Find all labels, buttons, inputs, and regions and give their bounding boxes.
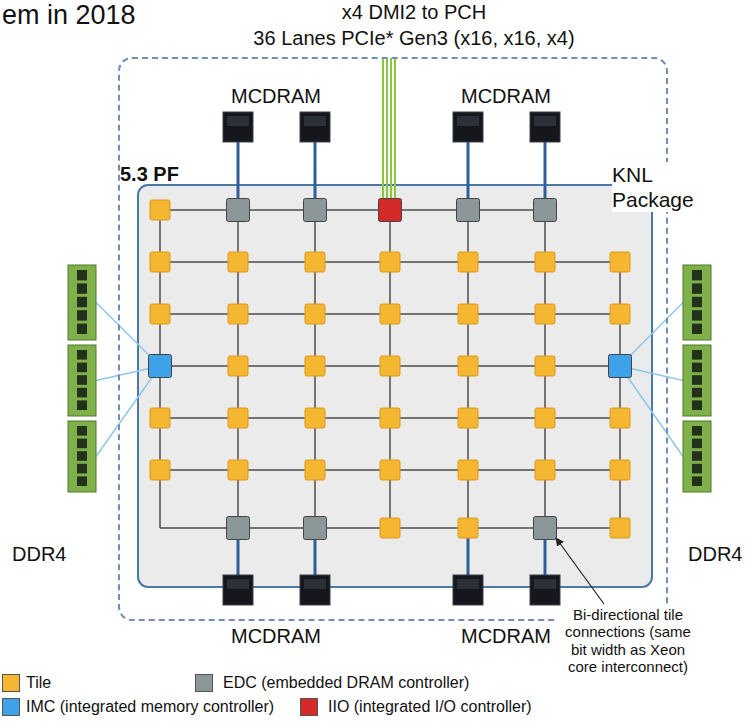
tile-block bbox=[150, 200, 170, 220]
tile-block bbox=[150, 460, 170, 480]
tile-block bbox=[228, 408, 248, 428]
tile-block bbox=[305, 304, 325, 324]
edc-block bbox=[534, 517, 557, 540]
tile-block bbox=[305, 460, 325, 480]
edc-block bbox=[227, 517, 250, 540]
edc-block bbox=[534, 199, 557, 222]
tile-block bbox=[458, 518, 478, 538]
tile-block bbox=[535, 460, 555, 480]
tile-block bbox=[305, 408, 325, 428]
performance-text: 5.3 PF bbox=[120, 163, 179, 186]
tile-block bbox=[458, 408, 478, 428]
tile-block bbox=[150, 252, 170, 272]
tile-block bbox=[380, 252, 400, 272]
tile-block bbox=[610, 408, 630, 428]
mcdram-label: MCDRAM bbox=[229, 625, 323, 648]
tile-block bbox=[610, 460, 630, 480]
edc-block bbox=[304, 517, 327, 540]
tile-block bbox=[535, 356, 555, 376]
mcdram-label: MCDRAM bbox=[231, 85, 321, 108]
legend-swatch bbox=[2, 674, 20, 692]
tile-block bbox=[380, 408, 400, 428]
imc-block bbox=[149, 355, 172, 378]
mcdram-label: MCDRAM bbox=[461, 85, 551, 108]
tile-block bbox=[535, 408, 555, 428]
ddr4-label: DDR4 bbox=[12, 543, 66, 566]
edc-block bbox=[304, 199, 327, 222]
package-outline: KNL Package bbox=[118, 57, 668, 621]
tile-block bbox=[610, 304, 630, 324]
io-label: 36 Lanes PCIe* Gen3 (x16, x16, x4) bbox=[253, 27, 574, 50]
mcdram-chip bbox=[223, 112, 560, 605]
legend-swatch bbox=[195, 674, 213, 692]
mcdram-label: MCDRAM bbox=[459, 625, 553, 648]
tile-block bbox=[458, 460, 478, 480]
edc-block bbox=[227, 199, 250, 222]
tile-block bbox=[305, 252, 325, 272]
legend-text: EDC (embedded DRAM controller) bbox=[223, 674, 469, 692]
memory-wires bbox=[96, 58, 683, 575]
leader-line bbox=[556, 538, 604, 604]
io-label: x4 DMI2 to PCH bbox=[342, 1, 486, 24]
tile-block bbox=[150, 304, 170, 324]
imc-block bbox=[609, 355, 632, 378]
legend-text: IIO (integrated I/O controller) bbox=[328, 698, 532, 716]
mesh-lines bbox=[160, 210, 620, 528]
ddr4-label: DDR4 bbox=[688, 543, 742, 566]
tile-block bbox=[380, 518, 400, 538]
tile-block bbox=[610, 252, 630, 272]
tile-block bbox=[458, 304, 478, 324]
legend-text: IMC (integrated memory controller) bbox=[26, 698, 274, 716]
tile-block bbox=[228, 356, 248, 376]
ddr4-dimm bbox=[68, 265, 711, 492]
tile-block bbox=[228, 304, 248, 324]
tile-block bbox=[535, 304, 555, 324]
tile-block bbox=[380, 460, 400, 480]
edc-block bbox=[457, 199, 480, 222]
die bbox=[138, 185, 652, 587]
tile-block bbox=[228, 460, 248, 480]
callout-note: Bi-directional tile connections (same bi… bbox=[556, 606, 700, 675]
tile-block bbox=[610, 518, 630, 538]
tile-block bbox=[535, 252, 555, 272]
legend-swatch bbox=[2, 698, 20, 716]
legend-text: Tile bbox=[26, 674, 51, 692]
tile-block bbox=[380, 356, 400, 376]
tile-block bbox=[150, 408, 170, 428]
package-name: KNL Package bbox=[612, 162, 688, 212]
mesh-blocks bbox=[149, 199, 632, 540]
tile-block bbox=[458, 252, 478, 272]
title-text: em in 2018 bbox=[2, 0, 136, 31]
tile-block bbox=[228, 252, 248, 272]
iio-block bbox=[379, 199, 402, 222]
tile-block bbox=[305, 356, 325, 376]
tile-block bbox=[380, 304, 400, 324]
tile-block bbox=[458, 356, 478, 376]
legend-swatch bbox=[300, 698, 318, 716]
